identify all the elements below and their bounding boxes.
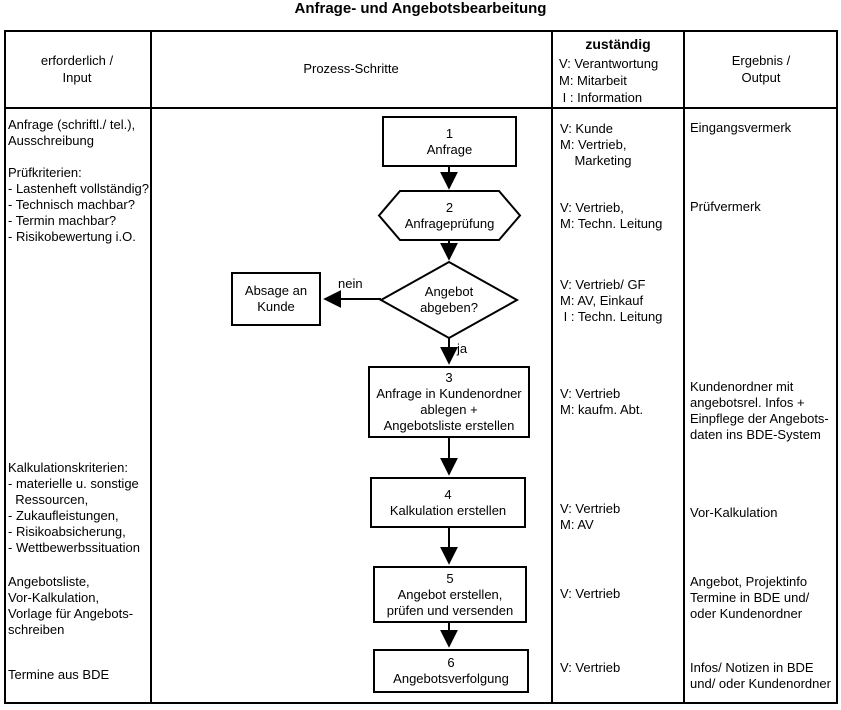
edge-label-yes: ja: [457, 341, 468, 356]
input-check-criteria: Prüfkriterien: - Lastenheft vollständig?…: [8, 165, 149, 244]
column-divider-process-responsible: [551, 30, 553, 704]
header-process-column: Prozess-Schritte: [303, 61, 399, 76]
output-step3: Kundenordner mit angebotsrel. Infos + Ei…: [690, 379, 829, 442]
edge-label-no: nein: [338, 276, 363, 291]
output-step2: Prüfvermerk: [690, 199, 761, 214]
output-step4: Vor-Kalkulation: [690, 505, 778, 520]
header-responsible-label: zuständig: [585, 36, 651, 52]
header-divider: [4, 107, 838, 109]
responsible-step5: V: Vertrieb: [560, 586, 621, 601]
header-input-column: erforderlich / Input: [40, 52, 114, 85]
input-offer-list: Angebotsliste, Vor-Kalkulation, Vorlage …: [8, 574, 134, 637]
responsible-step4: V: Vertrieb M: AV: [560, 501, 621, 532]
output-step1: Eingangsvermerk: [690, 120, 792, 135]
input-inquiry: Anfrage (schriftl./ tel.), Ausschreibung: [8, 117, 136, 148]
reject-box: Absage an Kunde: [231, 272, 321, 326]
responsible-step6: V: Vertrieb: [560, 660, 621, 675]
page-title: Anfrage- und Angebotsbearbeitung: [294, 0, 547, 17]
responsible-step3: V: Vertrieb M: kaufm. Abt.: [560, 386, 644, 417]
step5-box: 5 Angebot erstellen, prüfen und versende…: [373, 566, 527, 623]
column-divider-input-process: [150, 30, 152, 704]
step6-box: 6 Angebotsverfolgung: [373, 649, 529, 693]
output-step6: Infos/ Notizen in BDE und/ oder Kundenor…: [690, 660, 831, 691]
step1-box: 1 Anfrage: [382, 116, 517, 167]
responsible-decision: V: Vertrieb/ GF M: AV, Einkauf I : Techn…: [560, 277, 663, 324]
responsible-step2: V: Vertrieb, M: Techn. Leitung: [560, 200, 663, 231]
column-divider-responsible-output: [683, 30, 685, 704]
step4-box: 4 Kalkulation erstellen: [370, 477, 526, 528]
header-output-column: Ergebnis / Output: [731, 52, 791, 85]
responsible-step1: V: Kunde M: Vertrieb, Marketing: [560, 121, 632, 168]
decision-label: Angebot abgeben?: [420, 284, 478, 315]
header-responsible-legend: V: Verantwortung M: Mitarbeit I : Inform…: [559, 56, 659, 105]
step2-hexagon-label: 2 Anfrageprüfung: [404, 199, 495, 231]
output-step5: Angebot, Projektinfo Termine in BDE und/…: [690, 574, 810, 621]
header-responsible-column: zuständig V: Verantwortung M: Mitarbeit …: [553, 30, 683, 107]
input-dates-bde: Termine aus BDE: [8, 667, 110, 682]
table-frame: [4, 30, 838, 704]
step3-box: 3 Anfrage in Kundenordner ablegen + Ange…: [368, 366, 530, 438]
input-calculation-criteria: Kalkulationskriterien: - materielle u. s…: [8, 460, 140, 555]
